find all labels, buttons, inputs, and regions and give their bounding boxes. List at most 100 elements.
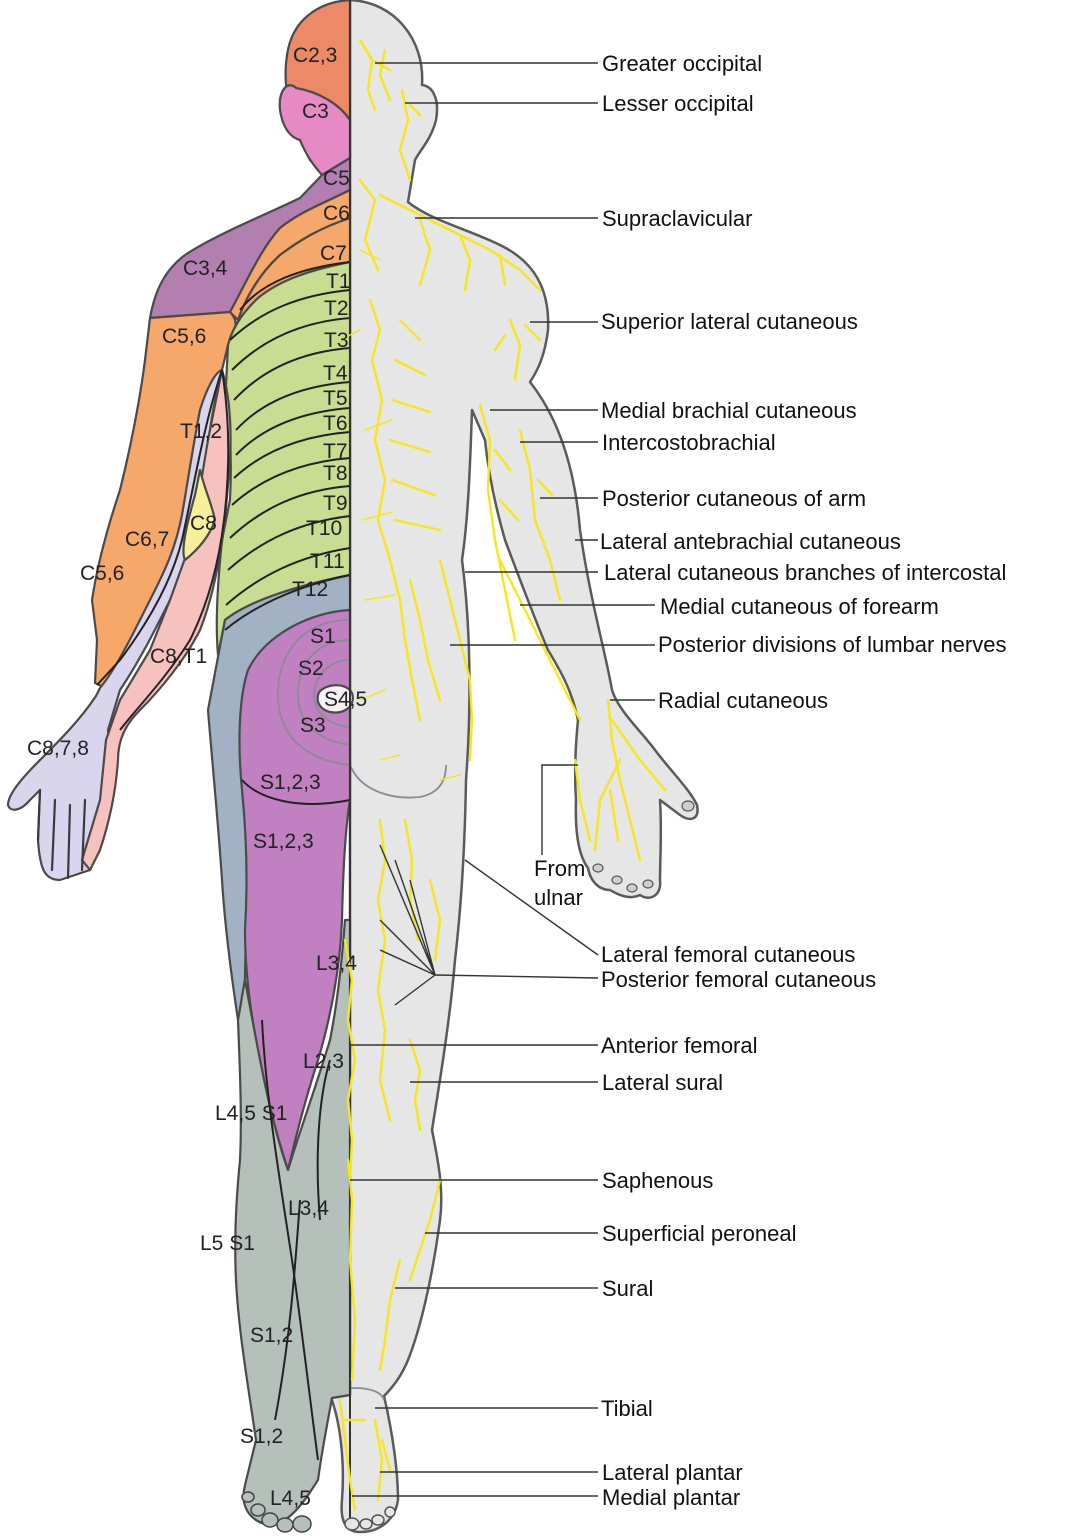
label-saphenous: Saphenous: [602, 1168, 713, 1193]
label-superficial-peroneal: Superficial peroneal: [602, 1221, 796, 1246]
label-s1: S1: [310, 625, 336, 648]
label-c67: C6,7: [125, 528, 169, 551]
label-l23: L2,3: [303, 1050, 344, 1073]
seg-line-8: [231, 457, 351, 506]
label-medial-cutaneous-forearm: Medial cutaneous of forearm: [660, 594, 939, 619]
label-supraclavicular: Supraclavicular: [602, 206, 752, 231]
sacral-arc-2: [277, 619, 351, 766]
seg-line-11: [225, 547, 351, 606]
dermatome-s45-region: [316, 684, 354, 714]
leg-line-1: [261, 1019, 319, 1461]
label-radial-cutaneous: Radial cutaneous: [658, 688, 828, 713]
label-l34-lower: L3,4: [288, 1197, 329, 1220]
label-s12-lower: S1,2: [240, 1425, 283, 1448]
label-c6: C6: [323, 202, 350, 225]
label-s123-upper: S1,2,3: [260, 771, 321, 794]
label-c34: C3,4: [183, 257, 228, 280]
left-toes: [241, 1491, 312, 1533]
label-l45: L4,5: [270, 1487, 311, 1510]
label-t8: T8: [323, 462, 348, 485]
label-s123-lower: S1,2,3: [253, 830, 314, 853]
label-from-ulnar-1: From: [534, 856, 585, 881]
label-c7: C7: [320, 242, 347, 265]
seg-line-9: [229, 485, 351, 539]
label-s12-upper: S1,2: [250, 1324, 293, 1347]
seg-line-1: [239, 261, 351, 311]
label-t7: T7: [323, 440, 348, 463]
seg-line-4: [233, 347, 351, 401]
right-fingernails: [592, 800, 695, 893]
arm-divider-1: [96, 369, 223, 686]
buttock-fold-line: [241, 779, 351, 805]
label-posterior-cutaneous-arm: Posterior cutaneous of arm: [602, 486, 866, 511]
sacral-arc-3: [313, 659, 351, 728]
label-t6: T6: [323, 412, 348, 435]
label-s2: S2: [298, 657, 324, 680]
label-from-ulnar-2: ulnar: [534, 885, 583, 910]
seg-line-5: [235, 381, 351, 431]
label-c3: C3: [302, 100, 329, 123]
label-medial-plantar: Medial plantar: [602, 1485, 740, 1510]
cutaneous-nerves: [338, 38, 667, 1512]
dermatome-c8-region: [182, 468, 217, 562]
label-c878: C8,7,8: [27, 737, 89, 760]
dermatome-leg-region: [234, 918, 352, 1527]
label-c56-upper: C5,6: [162, 325, 206, 348]
label-lateral-femoral: Lateral femoral cutaneous: [601, 942, 855, 967]
label-medial-brachial-cutaneous: Medial brachial cutaneous: [601, 398, 857, 423]
label-l5s1: L5 S1: [200, 1232, 255, 1255]
label-t9: T9: [323, 492, 348, 515]
seg-line-10: [227, 515, 351, 571]
seg-line-2: [229, 289, 351, 341]
label-t4: T4: [323, 362, 348, 385]
label-c5: C5: [323, 167, 350, 190]
label-posterior-femoral: Posterior femoral cutaneous: [601, 967, 876, 992]
sacral-arc-1: [297, 639, 351, 746]
label-lateral-antebrachial: Lateral antebrachial cutaneous: [600, 529, 901, 554]
label-l34-upper: L3,4: [316, 952, 357, 975]
leg-line-2: [274, 1199, 301, 1421]
leg-line-3: [316, 1059, 331, 1221]
dermatome-c3-region: [278, 84, 352, 177]
label-t2: T2: [324, 297, 349, 320]
label-t12: T12: [292, 578, 328, 601]
label-anterior-femoral: Anterior femoral: [601, 1033, 758, 1058]
left-finger-lines: [36, 788, 87, 880]
seg-line-7: [233, 431, 351, 479]
label-sural: Sural: [602, 1276, 653, 1301]
label-c56-lower: C5,6: [80, 562, 124, 585]
dermatome-pink-arm-region: [80, 368, 232, 872]
label-lateral-plantar: Lateral plantar: [602, 1460, 743, 1485]
right-body-silhouette: [328, 0, 699, 1534]
label-s3: S3: [300, 714, 326, 737]
dermatome-labels: C2,3 C3 C5 C6 C7 C3,4 C5,6 T1 T2 T3 T4 T…: [27, 44, 367, 1510]
label-l45s1: L4,5 S1: [215, 1102, 287, 1125]
label-t5: T5: [323, 387, 348, 410]
nerve-labels: Greater occipital Lesser occipital Supra…: [534, 51, 1006, 1510]
right-toes: [344, 1506, 396, 1531]
label-t12-arm: T1,2: [180, 420, 222, 443]
leader-lines: [350, 62, 655, 1497]
label-c23: C2,3: [293, 44, 337, 67]
label-greater-occipital: Greater occipital: [602, 51, 762, 76]
label-posterior-lumbar: Posterior divisions of lumbar nerves: [658, 632, 1006, 657]
label-t10: T10: [306, 517, 342, 540]
label-c8: C8: [190, 512, 217, 535]
seg-line-6: [235, 407, 351, 456]
label-intercostobrachial: Intercostobrachial: [602, 430, 776, 455]
left-body-dermatomes: [6, 0, 354, 1533]
label-t11: T11: [310, 550, 345, 573]
label-superior-lateral-cutaneous: Superior lateral cutaneous: [601, 309, 858, 334]
dermatome-lavender-arm-region: [6, 368, 224, 882]
label-c8t1: C8,T1: [150, 645, 207, 668]
label-t1: T1: [326, 270, 351, 293]
label-lateral-cutaneous-intercostal: Lateral cutaneous branches of intercosta…: [604, 560, 1006, 585]
label-tibial: Tibial: [601, 1396, 653, 1421]
label-lateral-sural: Lateral sural: [602, 1070, 723, 1095]
label-lesser-occipital: Lesser occipital: [602, 91, 754, 116]
seg-line-3: [231, 317, 351, 371]
seg-line-12: [224, 574, 351, 631]
arm-divider-2: [119, 369, 230, 731]
label-t3: T3: [324, 329, 349, 352]
